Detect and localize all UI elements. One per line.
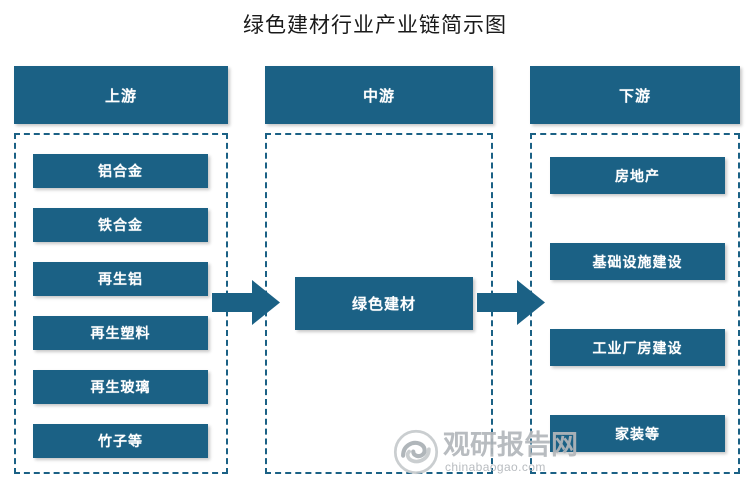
column-header-midstream: 中游 bbox=[265, 66, 493, 124]
upstream-item-0[interactable]: 铝合金 bbox=[33, 154, 208, 188]
page-title: 绿色建材行业产业链简示图 bbox=[243, 13, 507, 37]
column-header-upstream: 上游 bbox=[14, 66, 228, 124]
upstream-item-5[interactable]: 竹子等 bbox=[33, 424, 208, 458]
upstream-item-2[interactable]: 再生铝 bbox=[33, 262, 208, 296]
upstream-item-3[interactable]: 再生塑料 bbox=[33, 316, 208, 350]
downstream-item-3[interactable]: 家装等 bbox=[550, 415, 725, 452]
column-container-downstream bbox=[530, 133, 740, 474]
column-header-downstream: 下游 bbox=[530, 66, 740, 124]
upstream-item-4[interactable]: 再生玻璃 bbox=[33, 370, 208, 404]
downstream-item-2[interactable]: 工业厂房建设 bbox=[550, 329, 725, 366]
arrow-midstream-to-downstream bbox=[477, 280, 545, 325]
upstream-item-1[interactable]: 铁合金 bbox=[33, 208, 208, 242]
midstream-item-0[interactable]: 绿色建材 bbox=[295, 277, 473, 330]
arrow-upstream-to-midstream bbox=[212, 280, 280, 325]
downstream-item-1[interactable]: 基础设施建设 bbox=[550, 243, 725, 280]
downstream-item-0[interactable]: 房地产 bbox=[550, 157, 725, 194]
